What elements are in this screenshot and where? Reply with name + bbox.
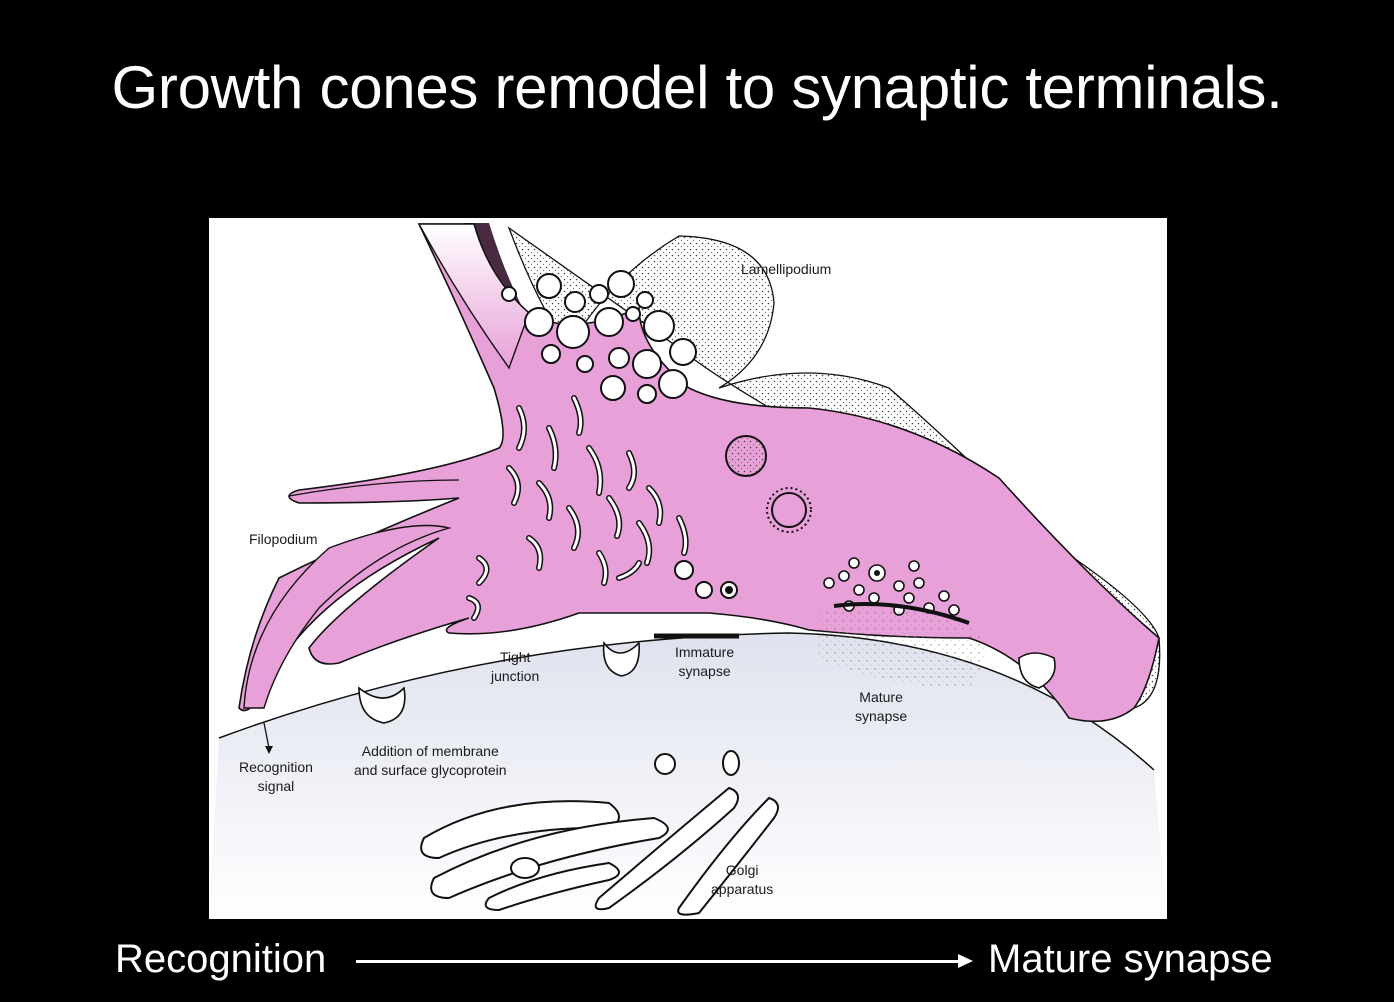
diagram-svg: [209, 223, 1167, 919]
label-golgi-apparatus: Golgi apparatus: [711, 862, 774, 897]
mature-synapse-cleft: [819, 608, 984, 688]
label-lamellipodium: Lamellipodium: [741, 261, 832, 277]
membrane-pits: [358, 640, 1056, 724]
arrow-head-icon: [958, 954, 973, 968]
target-membrane: [218, 632, 1155, 771]
label-tight-junction: Tight junction: [491, 649, 540, 684]
label-filopodium: Filopodium: [249, 531, 318, 547]
synaptic-vesicles: [823, 557, 960, 616]
footer-end-label: Mature synapse: [988, 937, 1273, 981]
coated-vesicles: [674, 435, 812, 599]
label-addition-of-membrane: Addition of membrane and surface glycopr…: [354, 743, 507, 778]
label-immature-synapse: Immature synapse: [675, 644, 735, 679]
growth-cone-diagram: Lamellipodium Filopodium Tight junction …: [209, 218, 1167, 919]
slide-title: Growth cones remodel to synaptic termina…: [111, 54, 1283, 121]
vesicle-cluster: [501, 270, 697, 404]
footer-start-label: Recognition: [115, 937, 327, 981]
label-mature-synapse: Mature synapse: [855, 689, 908, 724]
label-recognition-signal: Recognition signal: [239, 759, 313, 794]
axon-shaft: [417, 223, 530, 370]
progress-arrow-line: [356, 960, 960, 963]
golgi-apparatus: [420, 750, 779, 916]
filopodium: [243, 524, 452, 709]
